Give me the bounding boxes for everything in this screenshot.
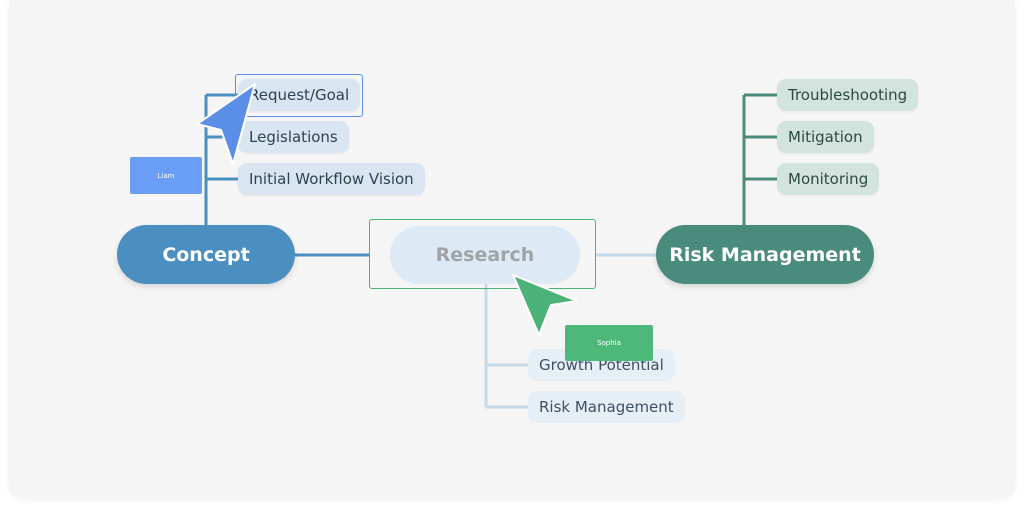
leaf-legislations[interactable]: Legislations <box>238 121 349 153</box>
research-node[interactable]: Research <box>390 226 580 284</box>
cursor-arrow-icon <box>196 83 256 165</box>
research-selection-box <box>369 219 596 289</box>
leaf-mitigation[interactable]: Mitigation <box>777 121 874 153</box>
mindmap-canvas[interactable]: Concept Research Risk Management Request… <box>9 0 1015 498</box>
leaf-risk-management-research[interactable]: Risk Management <box>528 391 685 423</box>
leaf-request-goal[interactable]: Request/Goal <box>238 79 361 111</box>
collaborator-tag-sophia: Sophia <box>565 325 653 361</box>
request-goal-selection-box <box>235 74 363 117</box>
risk-management-node[interactable]: Risk Management <box>656 225 874 284</box>
concept-node[interactable]: Concept <box>117 225 295 284</box>
leaf-monitoring[interactable]: Monitoring <box>777 163 880 195</box>
leaf-initial-workflow-vision[interactable]: Initial Workflow Vision <box>238 163 425 195</box>
collaborator-tag-liam: Liam <box>130 157 202 194</box>
connector-lines <box>39 93 1009 409</box>
cursor-arrow-icon <box>512 274 578 336</box>
leaf-troubleshooting[interactable]: Troubleshooting <box>777 79 919 111</box>
